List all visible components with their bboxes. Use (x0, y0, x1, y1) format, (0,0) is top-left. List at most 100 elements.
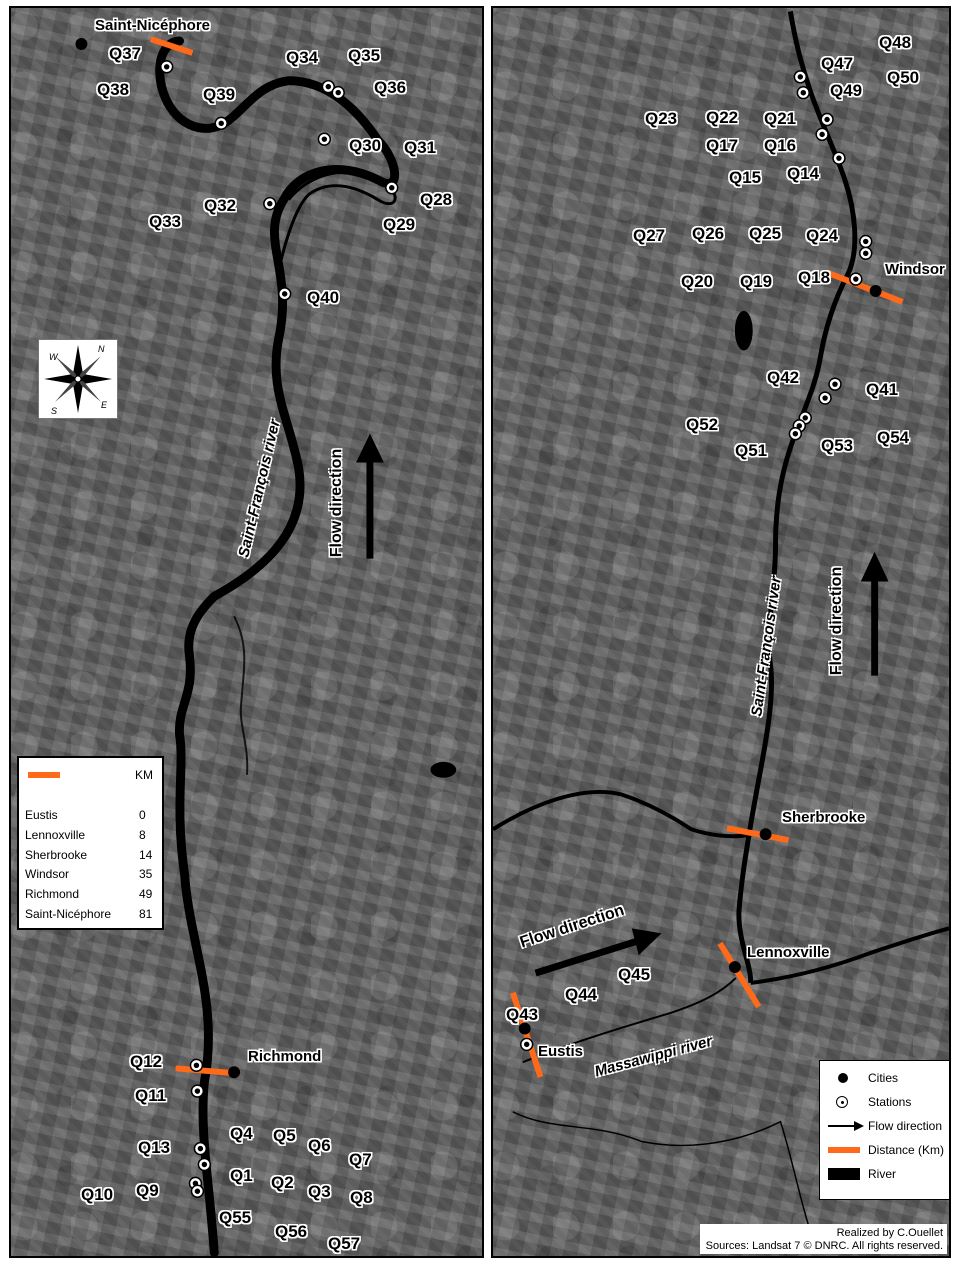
station-label: Q11 (135, 1086, 167, 1105)
distance-bar-lennoxville (717, 941, 762, 1009)
station-label: Q31 (404, 138, 437, 157)
distance-legend-row: Eustis 0 (25, 808, 155, 822)
station-label: Q9 (136, 1181, 159, 1200)
station-label: Q33 (149, 212, 182, 231)
legend-row-flow: Flow direction (820, 1117, 949, 1135)
station-label: Q43 (506, 1005, 539, 1024)
city-dot-windsor (869, 285, 882, 297)
distance-swatch-icon (828, 1147, 860, 1153)
station-label: Q45 (618, 965, 651, 984)
station-label: Q20 (681, 272, 714, 291)
distance-bar-richmond (175, 1065, 236, 1077)
city-dot-eustis (518, 1022, 531, 1035)
station-label: Q1 (230, 1166, 253, 1185)
station-label: Q18 (798, 268, 831, 287)
left-map-svg (75, 36, 457, 1256)
legend-label-river: River (868, 1167, 897, 1181)
distance-legend-km: 14 (139, 848, 153, 862)
city-label-richmond: Richmond (248, 1048, 322, 1065)
distance-legend-row: Saint-Nicéphore 81 (25, 907, 155, 921)
distance-legend-row: Richmond 49 (25, 887, 155, 901)
station-label: Q29 (383, 215, 416, 234)
flow-arrow-lower (534, 928, 662, 977)
legend-row-stations: Stations (820, 1093, 949, 1111)
distance-bar-windsor (824, 269, 904, 305)
station-label: Q48 (879, 33, 912, 52)
distance-legend-km: 35 (139, 867, 153, 881)
station-label: Q3 (308, 1182, 331, 1201)
station-label: Q16 (764, 136, 797, 155)
station-label: Q40 (307, 288, 340, 307)
legend-row-river: River (820, 1165, 949, 1183)
city-dot-sherbrooke (759, 828, 772, 841)
compass-w-letter: W (49, 352, 58, 362)
station-label: Q25 (749, 224, 782, 243)
station-label: Q23 (645, 109, 678, 128)
station-label: Q22 (706, 108, 739, 127)
city-label-eustis: Eustis (538, 1043, 584, 1060)
distance-legend-km: 49 (139, 887, 153, 901)
river-tributary-left (233, 615, 249, 775)
map-credit: Realized by C.Ouellet Sources: Landsat 7… (699, 1224, 947, 1254)
distance-legend-row: Lennoxville 8 (25, 828, 155, 842)
station-label: Q10 (81, 1185, 114, 1204)
distance-legend-place: Windsor (25, 867, 70, 881)
flow-arrow-icon (828, 1121, 864, 1131)
station-label: Q51 (735, 441, 768, 460)
legend-label-flow: Flow direction (868, 1119, 943, 1133)
station-markers-right (520, 70, 873, 1052)
compass-n-letter: N (98, 344, 105, 354)
station-label: Q13 (138, 1138, 171, 1157)
symbol-legend: Cities Stations Flow direction Distance … (819, 1060, 949, 1200)
station-label: Q57 (328, 1234, 361, 1253)
station-label: Q2 (271, 1173, 294, 1192)
distance-legend-row: Sherbrooke 14 (25, 848, 155, 862)
compass-star-icon (44, 345, 112, 413)
river-channel-left (155, 36, 400, 1256)
station-label: Q19 (740, 272, 773, 291)
station-label: Q24 (806, 226, 839, 245)
distance-legend-place: Richmond (25, 887, 80, 901)
station-label: Q55 (219, 1208, 252, 1227)
distance-legend-swatch (28, 772, 60, 778)
station-label: Q4 (230, 1124, 253, 1143)
distance-bar-eustis (510, 991, 544, 1079)
legend-label-cities: Cities (868, 1071, 899, 1085)
legend-row-distance: Distance (Km) (820, 1141, 949, 1159)
station-label: Q5 (273, 1126, 296, 1145)
distance-legend-km: 81 (139, 907, 153, 921)
station-label: Q36 (374, 78, 407, 97)
station-label: Q15 (729, 168, 762, 187)
right-map-svg (493, 11, 949, 1231)
station-label: Q39 (203, 85, 236, 104)
legend-label-distance: Distance (Km) (868, 1143, 945, 1157)
credit-author: Realized by C.Ouellet (836, 1227, 943, 1239)
distance-bar-saint-nicephore (149, 36, 194, 56)
city-dot-icon (838, 1073, 848, 1083)
station-label: Q47 (821, 54, 854, 73)
station-label: Q26 (692, 224, 725, 243)
river-secondary-channel-left (277, 170, 397, 270)
station-label: Q32 (204, 196, 237, 215)
station-icon-center (841, 1101, 844, 1104)
left-map-panel: N W E S Saint-Nicéphore Richmond Saint-F… (9, 6, 484, 1258)
flow-arrow-left (356, 433, 384, 559)
city-dot-saint-nicephore (75, 38, 88, 50)
station-label: Q30 (349, 136, 382, 155)
station-label: Q37 (109, 44, 142, 63)
station-label: Q21 (764, 109, 797, 128)
legend-row-cities: Cities (820, 1069, 949, 1087)
river-swatch-icon (828, 1168, 860, 1180)
distance-legend-unit: KM (135, 768, 153, 782)
compass-e-letter: E (101, 400, 108, 410)
distance-legend-km: 8 (139, 828, 146, 842)
station-label: Q38 (97, 80, 130, 99)
station-label: Q7 (349, 1150, 372, 1169)
compass-s-letter: S (51, 406, 58, 416)
distance-legend-row: Windsor 35 (25, 867, 155, 881)
station-label: Q8 (350, 1188, 373, 1207)
station-label: Q12 (130, 1052, 163, 1071)
distance-legend-place: Sherbrooke (25, 848, 88, 862)
distance-legend-place: Saint-Nicéphore (25, 907, 112, 921)
station-markers-left (159, 60, 399, 1198)
